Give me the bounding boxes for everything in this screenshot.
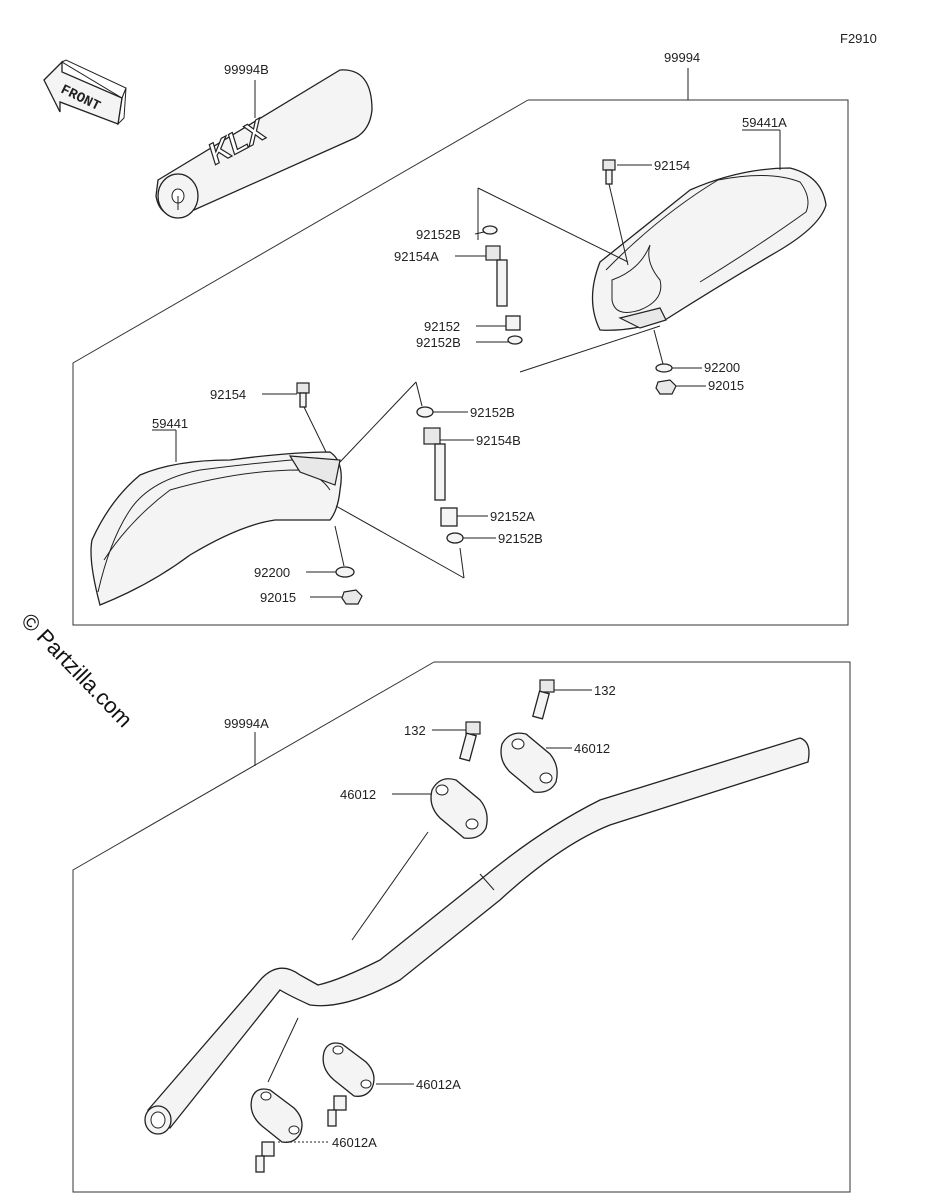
label-92154B: 92154B [476, 433, 521, 448]
clamp-46012A-a [322, 1042, 375, 1127]
label-99994A: 99994A [224, 716, 269, 731]
label-46012A-a: 46012A [416, 1077, 461, 1092]
handlebar-kit-box [72, 661, 851, 1193]
label-92152: 92152 [424, 319, 460, 334]
bolt-132-a [459, 721, 481, 762]
watermark: © Partzilla.com [16, 608, 137, 732]
label-99994: 99994 [664, 50, 700, 65]
handlebar-pad: KLX [155, 69, 373, 219]
label-92200-right: 92200 [704, 360, 740, 375]
washer-92152B-3 [416, 406, 434, 418]
figure-code: F2910 [840, 31, 877, 46]
left-hand-guard [90, 451, 342, 606]
clamp-46012-a [430, 778, 488, 839]
label-99994B: 99994B [224, 62, 269, 77]
label-92154-left: 92154 [210, 387, 246, 402]
collar-92152 [505, 315, 521, 331]
label-92152B-3: 92152B [470, 405, 515, 420]
nut-92015-right [655, 379, 677, 395]
label-46012-a: 46012 [340, 787, 376, 802]
bolt-92154-right [602, 159, 616, 185]
front-arrow-icon: FRONT [43, 59, 127, 126]
label-132-a: 132 [404, 723, 426, 738]
washer-92152B-1 [482, 225, 498, 235]
bolt-92154-left [296, 382, 310, 408]
washer-92200-right [655, 363, 673, 373]
label-92152A: 92152A [490, 509, 535, 524]
label-132-b: 132 [594, 683, 616, 698]
label-92015-left: 92015 [260, 590, 296, 605]
right-hand-guard [591, 167, 827, 331]
label-92154A: 92154A [394, 249, 439, 264]
label-92015-right: 92015 [708, 378, 744, 393]
label-59441A: 59441A [742, 115, 787, 130]
label-46012-b: 46012 [574, 741, 610, 756]
label-59441: 59441 [152, 416, 188, 431]
washer-92152B-2 [507, 335, 523, 345]
clamp-46012A-b [250, 1088, 303, 1173]
label-92154-top: 92154 [654, 158, 690, 173]
washer-92152B-4 [446, 532, 464, 544]
label-46012A-b: 46012A [332, 1135, 377, 1150]
bolt-92154A [485, 245, 508, 307]
collar-92152A [440, 507, 458, 527]
label-92152B-1: 92152B [416, 227, 461, 242]
washer-92200-left [335, 566, 355, 578]
label-92152B-4: 92152B [498, 531, 543, 546]
handguard-kit-box [72, 99, 849, 626]
label-92152B-2: 92152B [416, 335, 461, 350]
label-92200-left: 92200 [254, 565, 290, 580]
clamp-46012-b [500, 732, 558, 793]
handlebar [144, 737, 810, 1135]
bolt-132-b [532, 679, 555, 720]
nut-92015-left [341, 589, 363, 605]
bolt-92154B [423, 427, 446, 501]
